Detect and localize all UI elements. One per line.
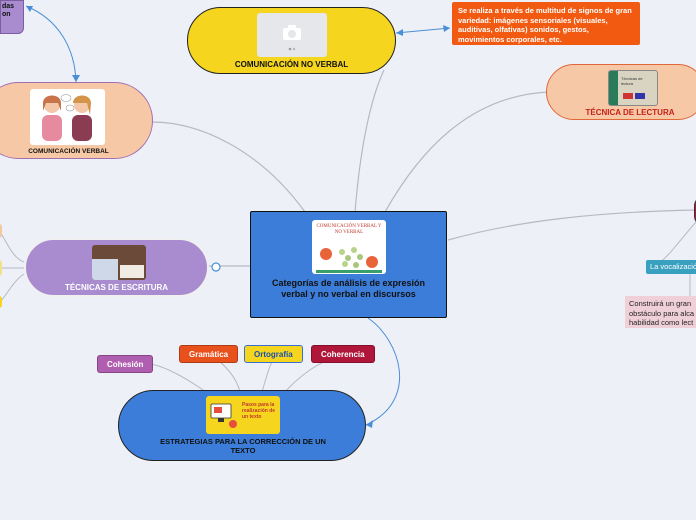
arrowhead-topleft — [26, 6, 33, 12]
node-comunicacion-verbal[interactable]: COMUNICACIÓN VERBAL — [0, 82, 153, 159]
node-estrategias-correccion[interactable]: Pasos para la realización de un texto ES… — [118, 390, 366, 461]
top-left-fragment-node[interactable]: das on — [0, 0, 24, 34]
central-topic-title: Categorías de análisis de expresión verb… — [271, 278, 426, 299]
central-topic[interactable]: COMUNICACIÓN VERBAL Y NO VERBAL Categorí… — [250, 211, 447, 318]
connector-estrategias-ortografia — [261, 361, 273, 393]
arrowhead-noverbal — [396, 29, 403, 36]
connector-right-branch — [659, 221, 696, 263]
connector-central-lectura — [384, 91, 549, 213]
writing-image-laptop — [92, 259, 118, 280]
node-tecnica-de-lectura[interactable]: Técnicas de lectura TÉCNICA DE LECTURA — [546, 64, 696, 120]
book-cover-stripe — [609, 71, 618, 105]
estrategias-image-text: Pasos para la realización de un texto — [242, 402, 276, 420]
book-title-text: Técnicas de lectura — [621, 76, 643, 86]
tag-coherencia[interactable]: Coherencia — [311, 345, 375, 363]
central-topic-image: COMUNICACIÓN VERBAL Y NO VERBAL — [312, 220, 386, 274]
left-edge-node-3[interactable] — [0, 296, 2, 308]
connector-central-verbal — [151, 121, 306, 213]
computer-illustration — [210, 403, 237, 428]
node-label-escritura: TÉCNICAS DE ESCRITURA — [64, 283, 169, 292]
connector-estrategias-coherencia — [284, 359, 331, 393]
left-edge-node-2[interactable] — [0, 260, 2, 276]
speech-bubbles-illustration — [316, 247, 382, 273]
node-label-verbal: COMUNICACIÓN VERBAL — [28, 148, 109, 155]
connector-central-noverbal — [354, 69, 385, 213]
note-no-verbal-description[interactable]: Se realiza a través de multitud de signo… — [452, 2, 640, 45]
relation-topleft-verbal — [25, 5, 77, 83]
tag-gramatica[interactable]: Gramática — [179, 345, 239, 363]
writing-image-paper — [120, 265, 144, 278]
arrowhead-note — [443, 25, 450, 32]
connector-escritura-left-3 — [0, 273, 25, 303]
connector-central-right — [447, 209, 696, 241]
note-vocalizacion[interactable]: La vocalizació — [646, 260, 696, 274]
estrategias-image: Pasos para la realización de un texto — [206, 396, 280, 434]
node-comunicacion-no-verbal[interactable]: COMUNICACIÓN NO VERBAL — [187, 7, 396, 74]
camera-icon — [283, 25, 301, 51]
book-image: Técnicas de lectura — [608, 70, 658, 106]
tag-cohesion[interactable]: Cohesión — [97, 355, 154, 373]
link-icon — [211, 262, 221, 272]
arrowhead-estrategias — [366, 420, 373, 428]
left-edge-node-1[interactable] — [0, 224, 2, 238]
camera-placeholder-image — [257, 13, 327, 57]
tag-ortografia[interactable]: Ortografía — [244, 345, 303, 363]
top-left-fragment-text: das on — [2, 3, 15, 18]
central-image-title: COMUNICACIÓN VERBAL Y NO VERBAL — [316, 224, 382, 235]
node-label-estrategias: ESTRATEGIAS PARA LA CORRECCIÓN DE UN TEX… — [160, 437, 326, 455]
relation-central-estrategias — [365, 317, 401, 426]
book-cover-color-1 — [623, 93, 633, 99]
node-label-no-verbal: COMUNICACIÓN NO VERBAL — [234, 60, 349, 69]
writing-hands-image — [92, 245, 146, 280]
people-talking-illustration — [42, 94, 92, 141]
relation-noverbal-note — [395, 27, 451, 34]
connector-escritura-left-1 — [0, 231, 25, 263]
book-cover-color-2 — [635, 93, 645, 99]
node-label-lectura: TÉCNICA DE LECTURA — [585, 108, 675, 117]
arrowhead-verbal — [72, 75, 80, 82]
node-tecnicas-de-escritura[interactable]: TÉCNICAS DE ESCRITURA — [24, 238, 209, 297]
people-talking-image — [30, 89, 105, 145]
note-construira[interactable]: Construirá un gran obstáculo para alca h… — [625, 296, 696, 328]
